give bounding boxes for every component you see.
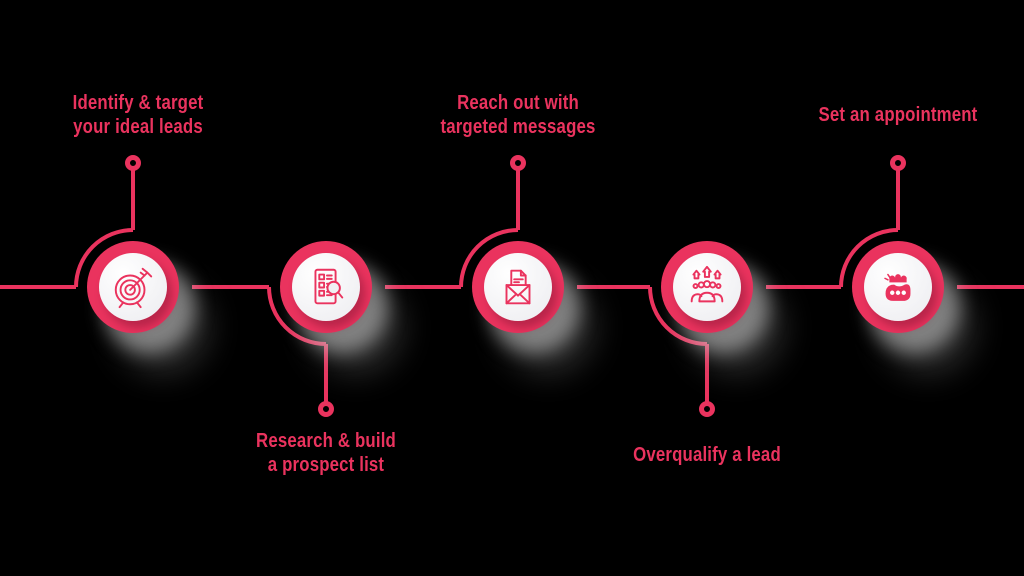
dot-step-1 [125, 155, 141, 171]
step-label-2: Research & build a prospect list [256, 430, 396, 476]
dot-step-2 [318, 401, 334, 417]
dot-step-4 [699, 401, 715, 417]
step-circle-5 [852, 241, 944, 333]
arc-step-1 [74, 228, 134, 288]
calendar-appointment-icon [884, 273, 911, 301]
target-arrow-icon [114, 267, 153, 309]
step-circle-5-inner [864, 253, 932, 321]
step-circle-2 [280, 241, 372, 333]
arc-step-4 [648, 286, 708, 346]
step-circle-1 [87, 241, 179, 333]
step-circle-1-inner [99, 253, 167, 321]
step-label-5: Set an appointment [818, 104, 978, 126]
audience-growth-icon [690, 265, 724, 303]
open-envelope-letter-icon [505, 269, 531, 305]
step-label-4: Overqualify a lead [633, 444, 781, 466]
arc-step-3 [459, 228, 519, 288]
dot-step-5 [890, 155, 906, 171]
arc-step-5 [839, 228, 899, 288]
step-label-1: Identify & target your ideal leads [72, 92, 204, 138]
step-circle-4 [661, 241, 753, 333]
arc-step-2 [267, 286, 327, 346]
step-circle-4-inner [673, 253, 741, 321]
step-circle-3-inner [484, 253, 552, 321]
step-circle-2-inner [292, 253, 360, 321]
dot-step-3 [510, 155, 526, 171]
step-label-3: Reach out with targeted messages [440, 92, 596, 138]
step-circle-3 [472, 241, 564, 333]
checklist-search-icon [314, 268, 344, 305]
